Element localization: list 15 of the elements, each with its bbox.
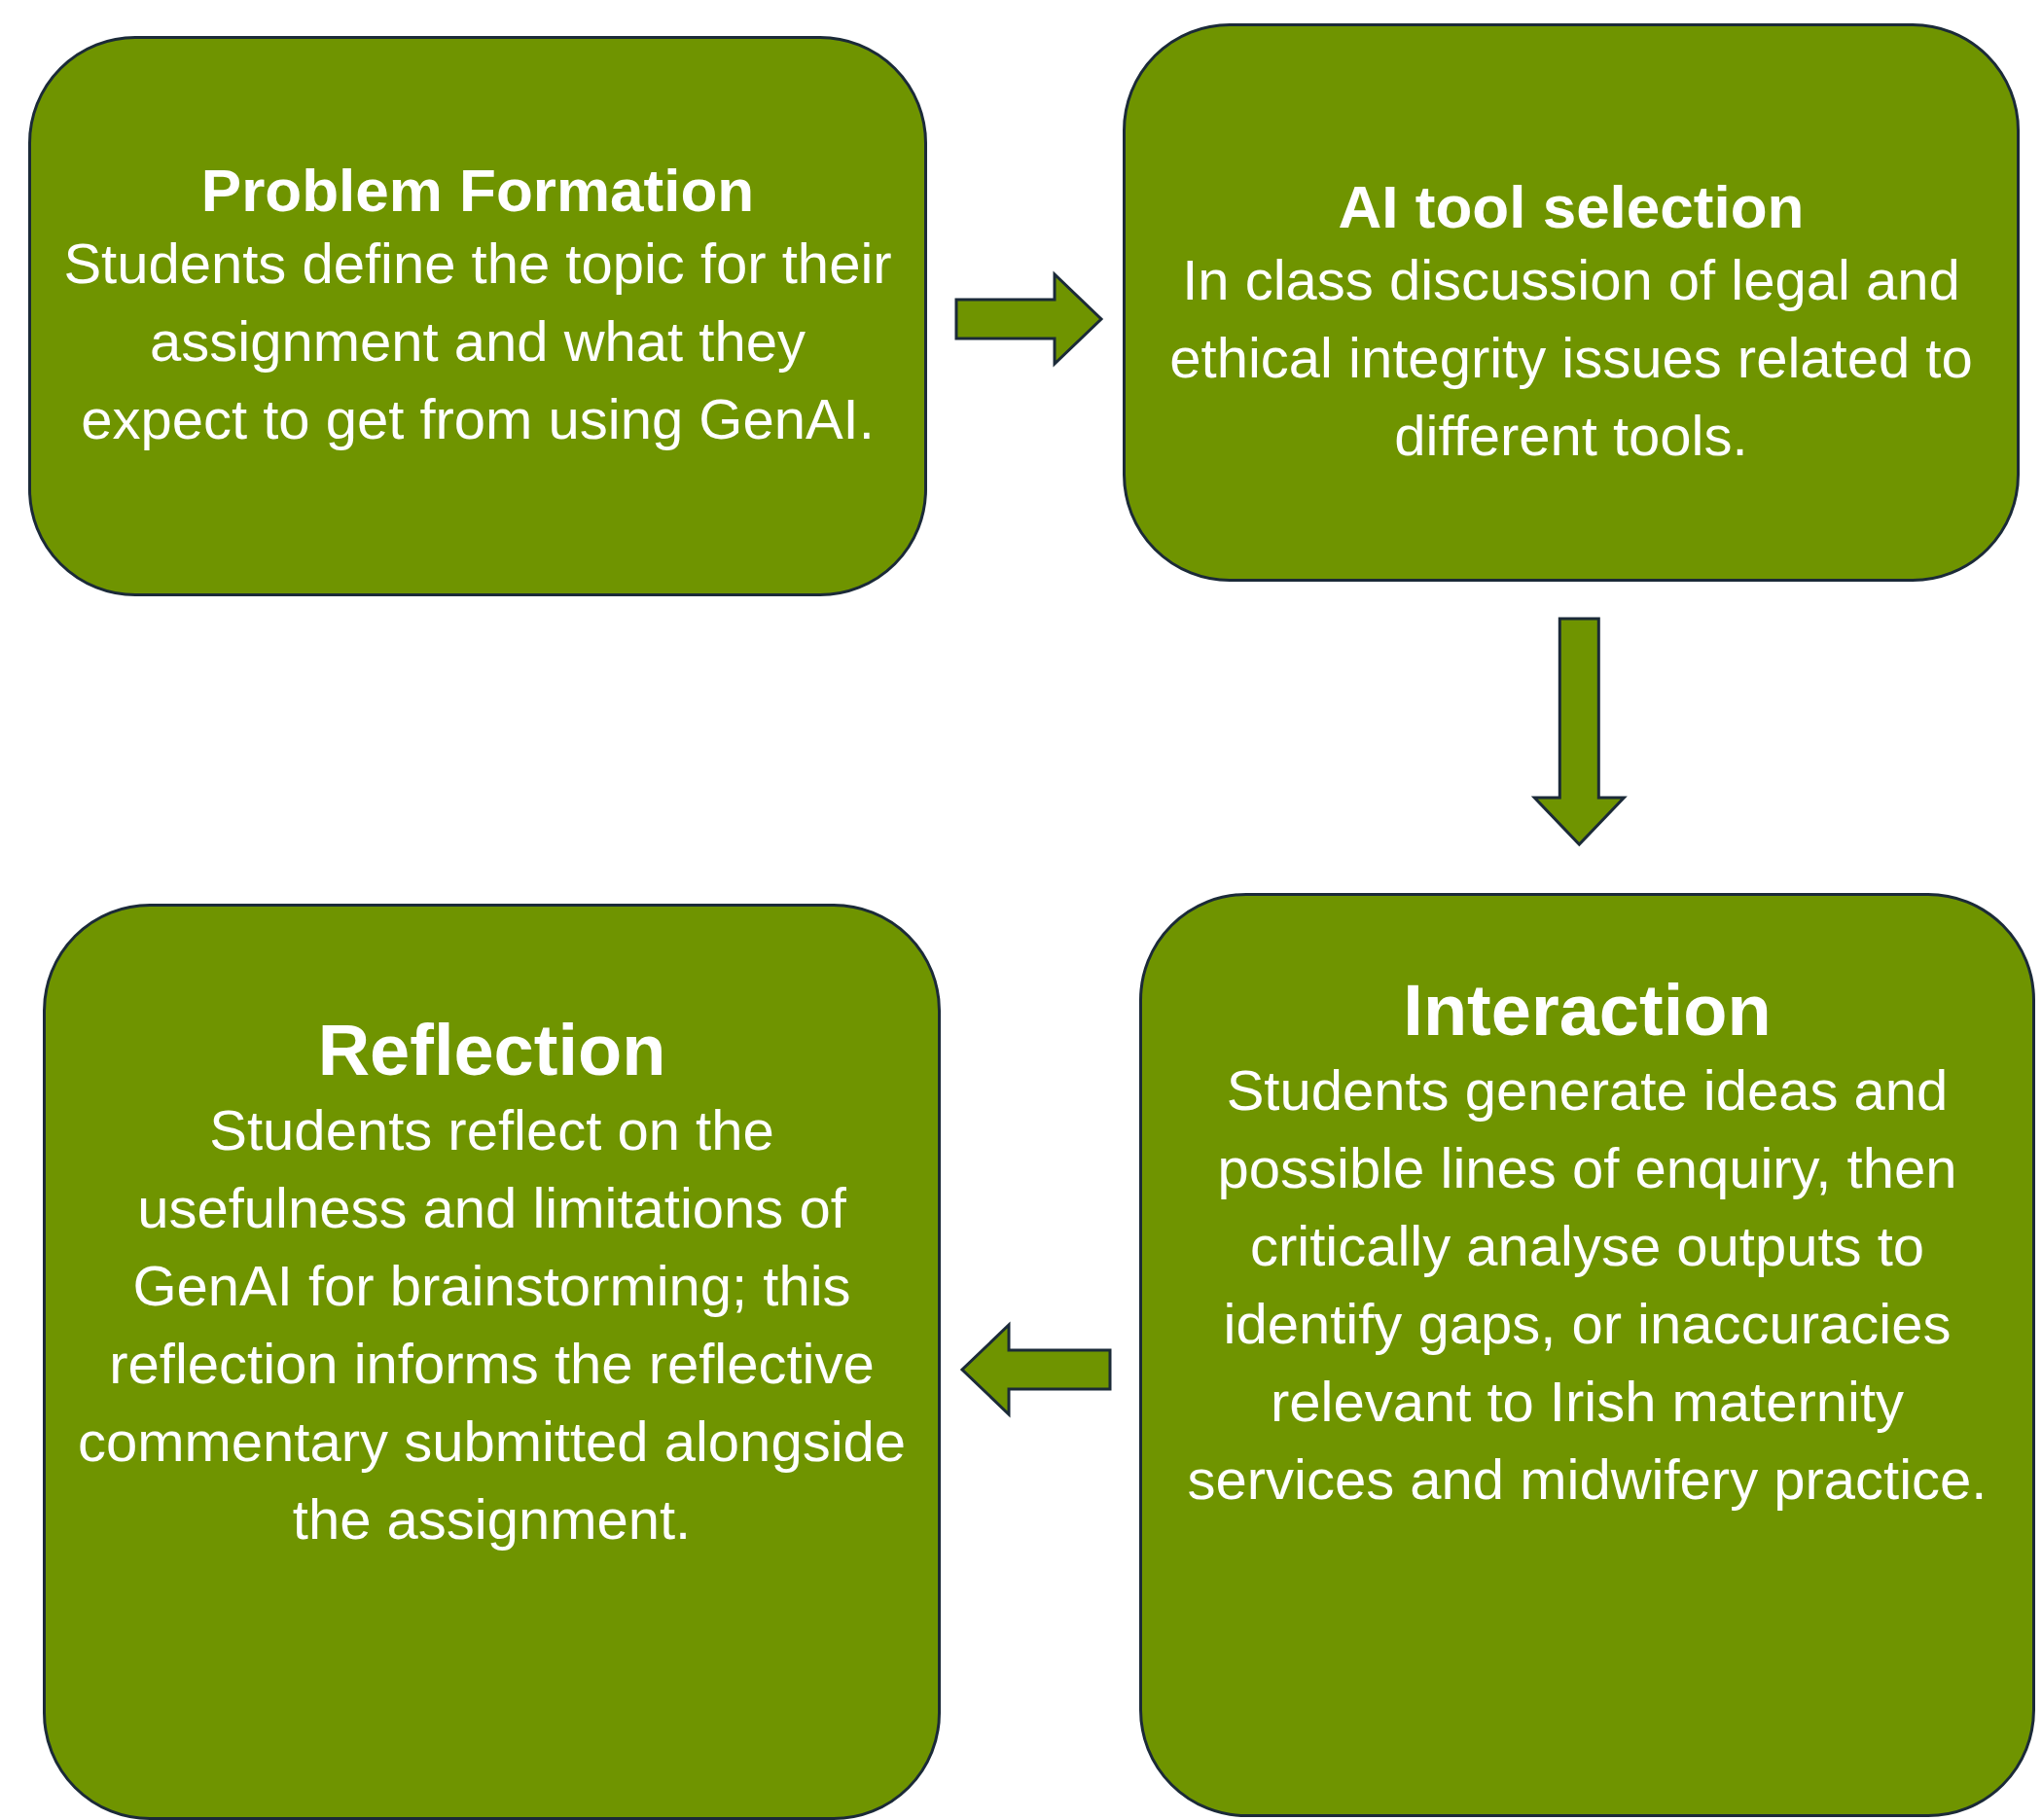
box-description: Students define the topic for their assignment and what they expect to get from using GenAI.	[62, 231, 893, 453]
block-arrow	[1530, 617, 1628, 847]
box-heading: Problem Formation	[200, 156, 755, 226]
box-description: In class discussion of legal and ethical integrity issues related to different tools.	[1168, 247, 1974, 470]
box-heading: AI tool selection	[1338, 172, 1805, 242]
process-box	[1139, 893, 2035, 1817]
process-box	[43, 904, 941, 1820]
process-box	[28, 36, 927, 596]
box-heading: Reflection	[317, 1009, 666, 1092]
box-description: Students reflect on the usefulness and limitations of GenAI for brainstorming; this reflection informs the reflective commentary submitted alongside the assignment.	[76, 1097, 908, 1553]
block-arrow	[959, 1321, 1112, 1418]
box-description: Students generate ideas and possible lines of enquiry, then critically analyse outputs to identify gaps, or inaccuracies relevant to Irish maternity services and midwifery practice.	[1186, 1057, 1988, 1514]
process-box	[1123, 23, 2020, 582]
block-arrow	[954, 270, 1104, 368]
box-heading: Interaction	[1403, 969, 1772, 1053]
